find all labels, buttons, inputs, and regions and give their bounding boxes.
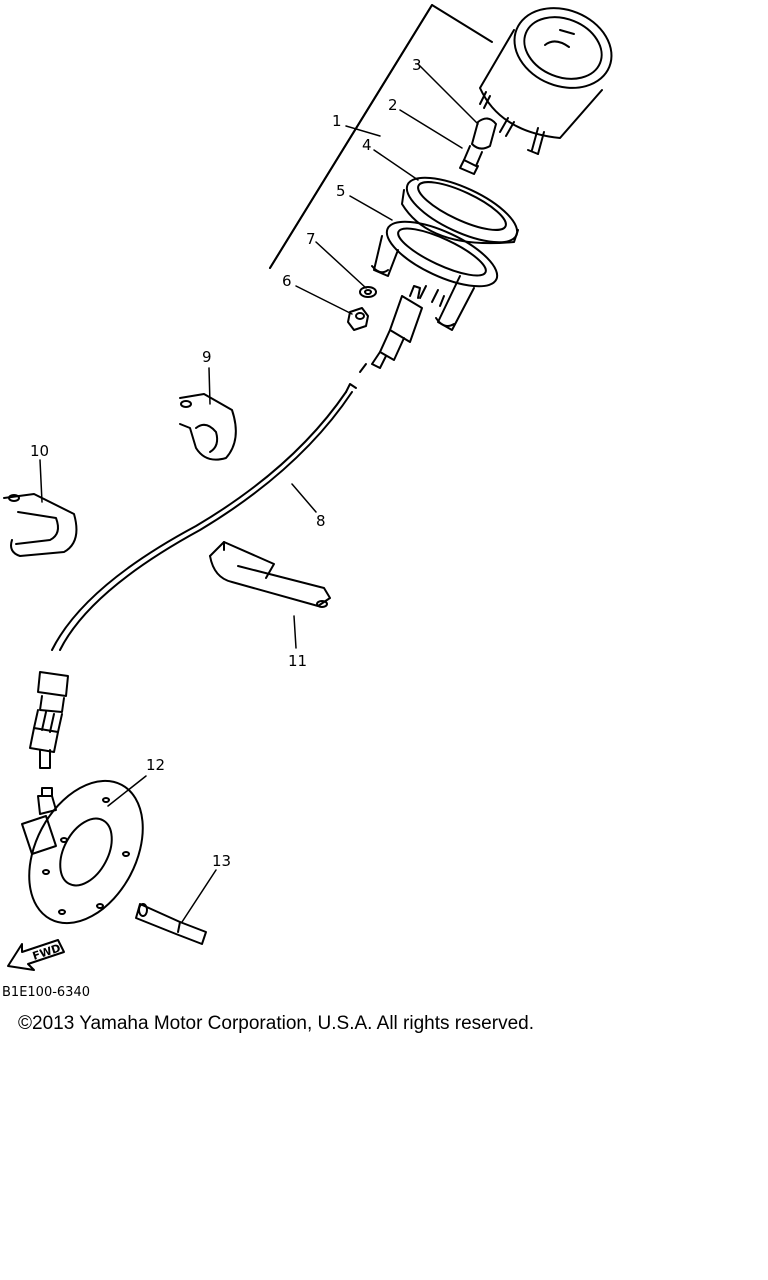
callout-6: 6 (282, 272, 292, 290)
gauge-grommet (401, 176, 519, 245)
callout-4: 4 (362, 136, 372, 154)
callout-1: 1 (332, 112, 342, 130)
cable-guide-bracket (209, 541, 331, 608)
bulb-socket (459, 117, 497, 175)
cable-gauge-fitting (359, 285, 445, 373)
callout-8: 8 (316, 512, 326, 530)
cable-holder (3, 493, 78, 557)
leader-lines (39, 63, 479, 923)
callout-7: 7 (306, 230, 316, 248)
callout-9: 9 (202, 348, 212, 366)
diagram-code: B1E100-6340 (2, 985, 90, 1000)
callout-5: 5 (336, 182, 346, 200)
callout-13: 13 (212, 852, 231, 870)
assembly-bracket (269, 4, 493, 269)
callout-12: 12 (146, 756, 165, 774)
callout-2: 2 (388, 96, 398, 114)
callout-11: 11 (288, 652, 307, 670)
drive-pin (135, 903, 207, 945)
fwd-arrow (7, 939, 65, 971)
fwd-label: FWD (31, 942, 62, 963)
speedometer-gear-unit (21, 779, 144, 925)
washer (359, 286, 377, 298)
callout-labels: 3 2 1 4 5 7 6 9 10 8 11 12 13 (30, 56, 422, 870)
nut (347, 307, 369, 331)
cable-clip (179, 393, 237, 461)
speedometer-gauge (479, 7, 613, 155)
gauge-bracket (371, 220, 499, 331)
callout-10: 10 (30, 442, 49, 460)
callout-3: 3 (412, 56, 422, 74)
copyright-notice: ©2013 Yamaha Motor Corporation, U.S.A. A… (18, 1013, 534, 1034)
speedometer-cable (29, 383, 357, 769)
